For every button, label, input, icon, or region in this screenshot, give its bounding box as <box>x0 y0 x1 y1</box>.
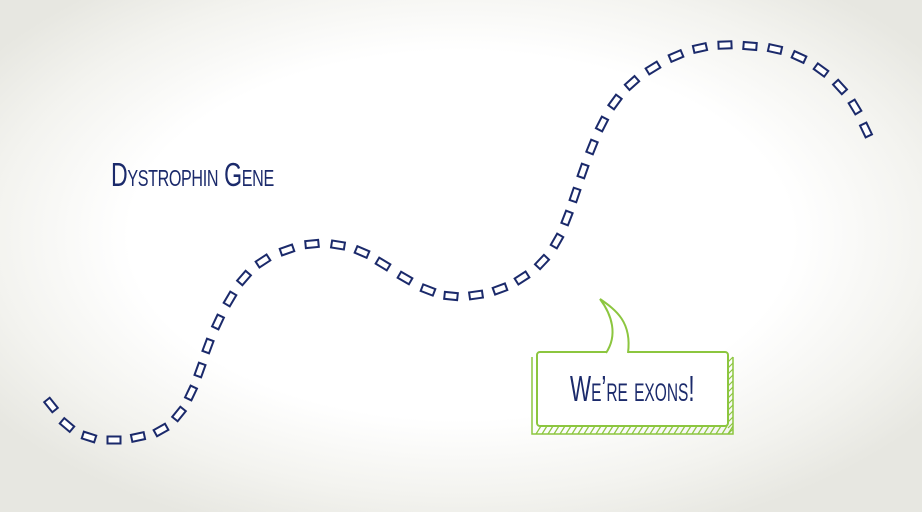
exon-segment <box>513 270 531 286</box>
exon-segment <box>278 243 296 257</box>
exon-segment <box>170 405 188 423</box>
exon-segment <box>847 98 863 116</box>
exon-segment <box>549 232 565 250</box>
exon-segment <box>491 282 509 296</box>
exon-segment <box>222 290 238 308</box>
exon-segment <box>533 253 551 271</box>
speech-bubble-hatching <box>535 356 734 435</box>
gene-label: Dystrophin Gene <box>111 156 274 193</box>
exon-segment <box>623 74 641 92</box>
exon-segment <box>568 186 582 204</box>
exon-segment <box>129 431 147 443</box>
exon-segment <box>443 290 459 302</box>
exon-segment <box>235 269 253 287</box>
speech-bubble-tail <box>599 298 630 354</box>
exon-segment <box>58 416 76 434</box>
exon-segment <box>80 430 98 444</box>
exon-segment <box>717 40 733 50</box>
speech-bubble-body <box>536 351 729 427</box>
exon-segment <box>152 422 170 438</box>
exon-segment <box>106 435 122 445</box>
exon-segment <box>193 361 207 379</box>
exon-segment <box>210 313 226 331</box>
exon-segment <box>254 253 272 269</box>
exon-segment <box>790 49 808 65</box>
exon-segment <box>42 396 60 414</box>
exon-strand <box>42 40 874 445</box>
exon-segment <box>594 115 610 133</box>
exon-segment <box>576 162 590 180</box>
exon-segment <box>467 289 485 301</box>
exon-segment <box>560 209 574 227</box>
exon-segment <box>585 138 599 156</box>
exon-segment <box>329 239 347 251</box>
exon-segment <box>742 40 758 52</box>
exon-segment <box>183 384 199 402</box>
exon-segment <box>606 93 624 111</box>
exon-segment <box>374 256 392 272</box>
exon-segment <box>667 48 685 64</box>
speech-bubble-text: We’re exons! <box>570 368 695 409</box>
exon-segment <box>831 78 849 96</box>
speech-bubble <box>531 298 734 435</box>
exon-segment <box>812 61 830 79</box>
exon-segment <box>353 244 371 260</box>
exon-segment <box>766 42 784 56</box>
exon-segment <box>858 121 874 139</box>
exon-segment <box>201 337 215 355</box>
exon-segment <box>396 270 414 286</box>
exon-segment <box>644 60 662 76</box>
exon-segment <box>304 238 320 250</box>
exon-segment <box>419 283 437 297</box>
exon-segment <box>691 41 709 55</box>
